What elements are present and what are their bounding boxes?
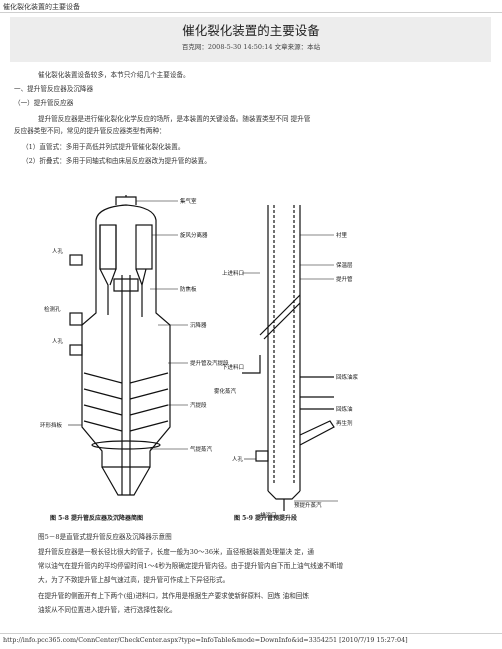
list-item: （2）折叠式：多用于同轴式和由床层反应器改为提升管的装置。 (22, 157, 211, 165)
cyclone-body-right (135, 224, 153, 270)
paragraph-line: 常以油气在提升管内的平均停留时间1～4秒为限确定提升管内径。由于提升管内自下而上… (38, 562, 344, 570)
paragraph-line: 油浆从不同位置进入提升管，进行选择性裂化。 (38, 606, 177, 614)
bottom-cone (101, 466, 151, 496)
label-manhole-lower: 人孔 (52, 337, 64, 345)
paragraph-line: 大，为了不致提升管上部气速过高，提升管可作成上下异径形式。 (38, 576, 230, 584)
paragraph-line: 提升管反应器是一根长径比很大的管子，长度一般为30～36米，直径根据装置处理量决… (38, 548, 315, 556)
label-lining: 衬里 (336, 231, 348, 239)
inspection-hole (69, 312, 83, 326)
label-manhole-upper: 人孔 (52, 247, 64, 255)
engineering-drawings: 集气室 旋风分离器 人孔 检测孔 人孔 防焦板 沉降器 提升管及汽提段 汽提段 … (40, 195, 359, 519)
figure-area: 集气室 旋风分离器 人孔 检测孔 人孔 防焦板 沉降器 提升管及汽提段 汽提段 … (38, 195, 422, 527)
list-item: （1）直管式：多用于高低并列式提升管催化裂化装置。 (22, 143, 185, 151)
steam-ring (91, 440, 161, 450)
manhole-right (255, 450, 269, 462)
top-divider (0, 12, 502, 13)
paragraph-line: 反应器类型不同，常见的提升管反应器类型有两种： (14, 127, 166, 135)
article-meta: 百克网：2008-5-30 14:50:14 文章来源：本站 (181, 43, 321, 51)
riser-bottom (267, 490, 301, 500)
manhole-lower (69, 344, 83, 356)
cyclone-body-left (99, 224, 117, 270)
label-upper-feed: 上进料口 (222, 269, 244, 277)
subsection-heading: （一）提升管反应器 (14, 99, 74, 107)
figure-caption-right: 图 5-9 提升管预提升段 (234, 515, 298, 522)
footer-divider (0, 633, 502, 634)
lower-feed-nozzle (242, 355, 261, 374)
label-inspection-hole: 检测孔 (44, 305, 61, 313)
article-header (10, 17, 491, 62)
label-recycle-slurry: 回炼油浆 (336, 373, 359, 381)
label-drain: 排污口 (260, 511, 277, 519)
label-atomizing-steam: 雾化蒸汽 (214, 387, 237, 395)
label-cyclone: 旋风分离器 (180, 231, 208, 239)
label-lower-feed: 下进料口 (222, 363, 244, 371)
label-prelift-steam: 预提升蒸汽 (294, 501, 322, 509)
label-insulation: 保温层 (336, 261, 353, 269)
manhole-upper (69, 254, 83, 266)
settler-vessel-outline (81, 204, 171, 468)
intro-paragraph: 催化裂化装置设备较多，本节只介绍几个主要设备。 (38, 71, 190, 79)
label-anti-coke-plate: 防焦板 (180, 285, 197, 293)
section-heading: 一、提升管反应器及沉降器 (14, 85, 94, 93)
label-stripping-steam: 气提蒸汽 (190, 445, 213, 453)
paragraph-line: 在提升管的侧面开有上下两个(组)进料口，其作用是根据生产要求使新鲜原料、回炼 油… (38, 592, 309, 600)
paragraph-line: 提升管反应器是进行催化裂化化学反应的场所，是本装置的关键设备。随装置类型不同 提… (38, 115, 311, 123)
cyclone-left (99, 225, 109, 315)
label-riser-stripper: 提升管及汽提段 (190, 359, 229, 367)
upper-feed-nozzle (259, 294, 301, 336)
label-riser: 提升管 (336, 275, 353, 283)
cyclone-left-b (109, 225, 117, 286)
page-title: 催化裂化装置的主要设备 (182, 23, 320, 38)
riser-outlet (113, 278, 139, 292)
label-collection-chamber: 集气室 (180, 197, 197, 205)
stripping-baffles (83, 372, 169, 432)
footer-url: http://info.pcc365.com/ConnCenter/CheckC… (3, 636, 408, 644)
label-stripper: 汽提段 (190, 401, 207, 409)
label-settler: 沉降器 (190, 321, 207, 329)
figure-reference: 图5－8是直管式提升管反应器及沉降器示意图 (38, 533, 172, 541)
label-manhole-right: 人孔 (232, 455, 244, 463)
figure-caption-left: 图 5-8 提升管反应器及沉降器简图 (50, 515, 144, 522)
regen-catalyst-inlet (299, 420, 335, 446)
label-regen-catalyst: 再生剂 (336, 419, 353, 427)
browser-title: 催化裂化装置的主要设备 (3, 3, 80, 11)
collection-chamber (115, 196, 137, 205)
label-recycle-oil: 回炼油 (336, 405, 353, 413)
label-ring-baffle: 环形挡板 (40, 421, 63, 429)
